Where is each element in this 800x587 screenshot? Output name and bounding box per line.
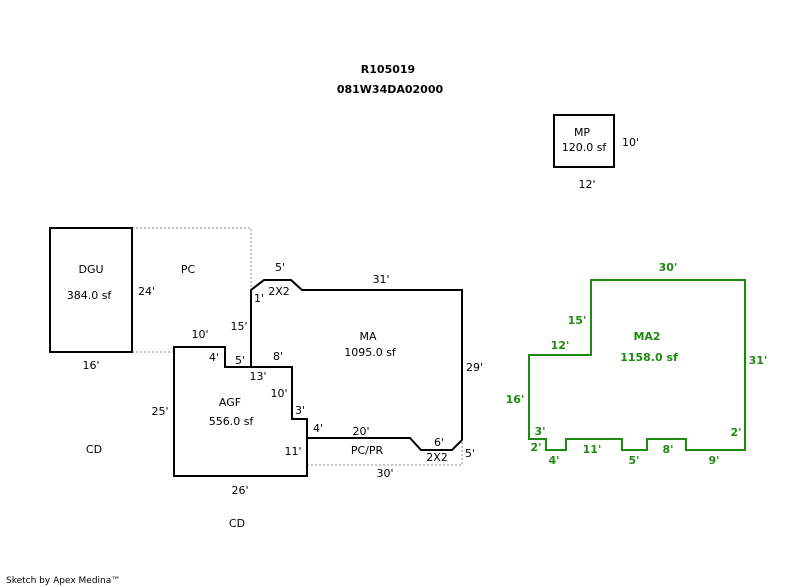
agf-dim-step-a: 4' (209, 351, 219, 364)
agf-dim-bottom: 26' (231, 484, 248, 497)
ma2-dim-bottom-b: 4' (548, 454, 559, 467)
agf-dim-step-b: 5' (235, 354, 245, 367)
dgu-dim-right: 24' (138, 285, 155, 298)
pc-dotted-outline (132, 227, 252, 353)
agf-dim-top: 10' (191, 328, 208, 341)
ma2-dim-bottom-d: 5' (628, 454, 639, 467)
agf-dim-right-upper: 10' (270, 387, 287, 400)
footer-credit: Sketch by Apex Medina™ (6, 576, 120, 586)
twobytwo-top: 2X2 (268, 285, 290, 298)
ma2-dim-bottom-f: 9' (708, 454, 719, 467)
ma2-dim-inner-left: 3' (534, 425, 545, 438)
pcpr-name: PC/PR (351, 444, 384, 457)
ma-dim-bottom: 30' (376, 467, 393, 480)
ma2-dim-top: 30' (659, 261, 678, 274)
ma2-area: 1158.0 sf (620, 351, 678, 364)
agf-dim-step-d: 13' (249, 370, 266, 383)
parcel-id: R105019 (361, 63, 415, 76)
twobytwo-bottom: 2X2 (426, 451, 448, 464)
mp-dim-bottom: 12' (578, 178, 595, 191)
mp-area: 120.0 sf (562, 141, 608, 154)
ma-name: MA (359, 330, 376, 343)
ma2-name: MA2 (633, 330, 660, 343)
ma2-dim-left: 16' (506, 393, 525, 406)
ma-dim-right: 29' (466, 361, 483, 374)
agf-dim-step-c: 8' (273, 350, 283, 363)
ma2-dim-right: 31' (749, 354, 768, 367)
agf-dim-upper: 15' (230, 320, 247, 333)
agf-dim-left: 25' (151, 405, 168, 418)
ma-dim-left-small: 1' (254, 292, 264, 305)
mp-outline (553, 114, 615, 168)
mp-dim-right: 10' (622, 136, 639, 149)
agf-outline (173, 346, 308, 477)
map-number: 081W34DA02000 (337, 83, 444, 96)
ma2-outline (528, 279, 746, 451)
ma2-dim-bottom-c: 11' (583, 443, 602, 456)
dgu-area: 384.0 sf (67, 289, 113, 302)
agf-dim-step-f: 4' (313, 422, 323, 435)
agf-name: AGF (219, 396, 241, 409)
ma2-dim-upper-left: 15' (568, 314, 587, 327)
agf-dim-right-lower: 11' (284, 445, 301, 458)
dgu-outline (49, 227, 133, 353)
ma-dim-top-left: 5' (275, 261, 285, 274)
ma-area: 1095.0 sf (344, 346, 397, 359)
agf-dim-step-e: 3' (295, 404, 305, 417)
mp-name: MP (574, 126, 590, 139)
cd-label-bottom: CD (229, 517, 245, 530)
dgu-name: DGU (78, 263, 103, 276)
ma-dim-notch: 6' (434, 436, 444, 449)
ma2-dim-step: 12' (551, 339, 570, 352)
ma-dim-inner-bottom: 20' (352, 425, 369, 438)
dgu-dim-bottom: 16' (82, 359, 99, 372)
ma-outline (250, 279, 463, 451)
ma-dim-bottom-right: 5' (465, 447, 475, 460)
ma2-dim-inner-right: 2' (730, 426, 741, 439)
pc-name: PC (181, 263, 196, 276)
agf-area: 556.0 sf (209, 415, 255, 428)
cd-label-left: CD (86, 443, 102, 456)
ma2-dim-bottom-e: 8' (662, 443, 673, 456)
ma-dim-top: 31' (372, 273, 389, 286)
ma2-dim-bottom-a: 2' (530, 441, 541, 454)
